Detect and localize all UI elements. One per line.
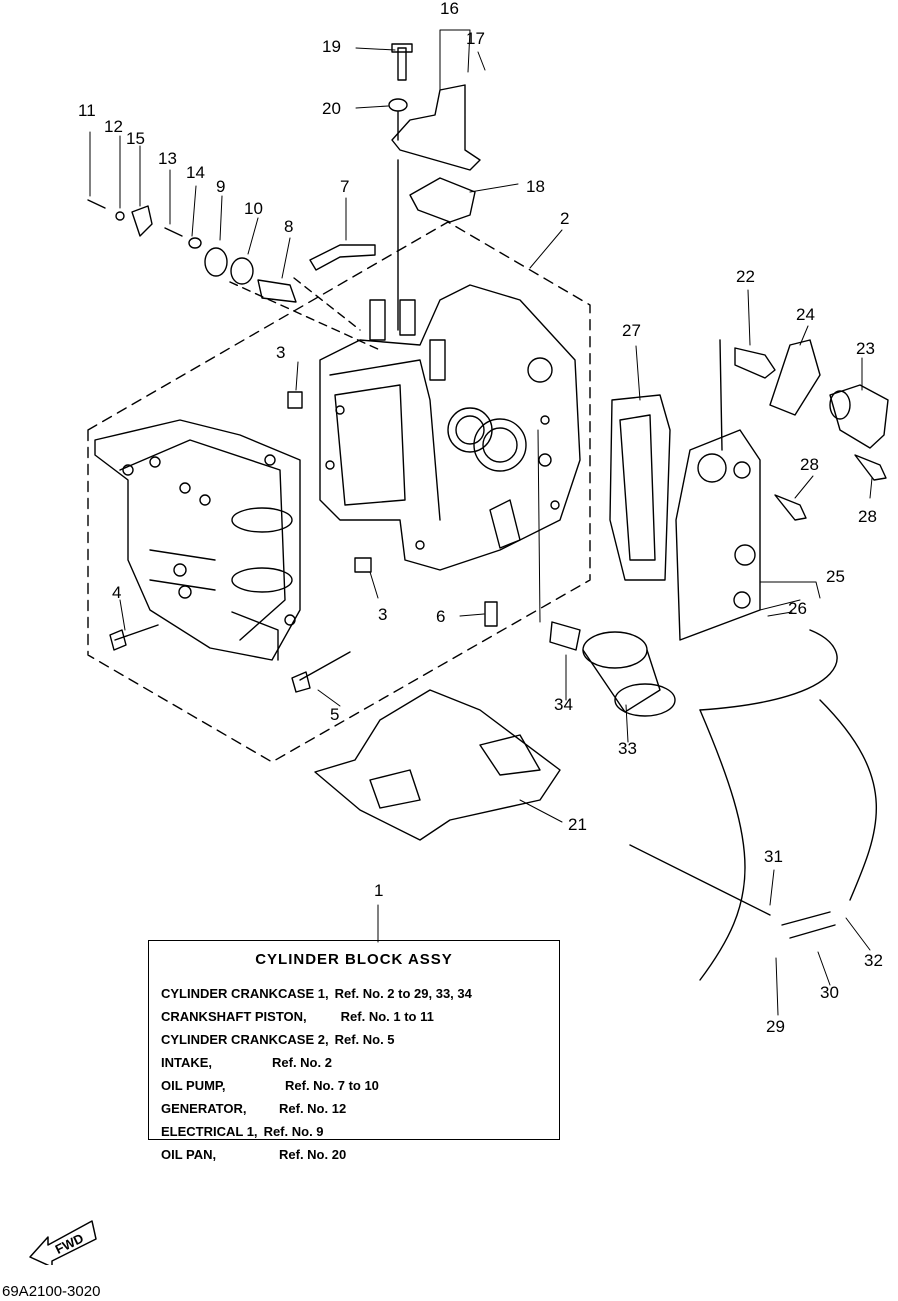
- callout-12: 12: [104, 117, 123, 136]
- bolt-5: [291, 651, 351, 693]
- bolt-28-upper: [774, 494, 807, 521]
- callout-13: 13: [158, 149, 177, 168]
- reference-value: Ref. No. 12: [279, 1101, 347, 1116]
- callout-15: 15: [126, 129, 145, 148]
- reference-value: Ref. No. 2 to 29, 33, 34: [334, 986, 472, 1001]
- callout-18: 18: [526, 177, 545, 196]
- reference-row: GENERATOR, Ref. No. 12: [161, 1097, 547, 1120]
- callout-9: 9: [216, 177, 226, 196]
- reference-name: CRANKSHAFT PISTON,: [161, 1009, 307, 1024]
- bolt-19: [391, 43, 413, 81]
- reference-name: OIL PAN,: [161, 1147, 217, 1162]
- reference-box: CYLINDER BLOCK ASSY CYLINDER CRANKCASE 1…: [148, 940, 560, 1162]
- callout-25: 25: [826, 567, 845, 586]
- assembly-dashed-outline: [87, 221, 591, 763]
- gasket-21: [314, 689, 561, 841]
- reference-row: OIL PUMP, Ref. No. 7 to 10: [161, 1074, 547, 1097]
- fwd-arrow-icon: FWD: [29, 1220, 97, 1265]
- bolt-4: [109, 624, 159, 651]
- reference-value: Ref. No. 7 to 10: [285, 1078, 379, 1093]
- washer-20: [388, 98, 408, 112]
- crankcase-1: [319, 284, 581, 571]
- oil-pump-parts: [87, 199, 381, 351]
- callout-22: 22: [736, 267, 755, 286]
- reference-value: Ref. No. 9: [263, 1124, 324, 1139]
- reference-name: ELECTRICAL 1,: [161, 1124, 258, 1139]
- reference-value: Ref. No. 2: [272, 1055, 332, 1070]
- dowel-3-lower: [354, 557, 372, 573]
- callout-3-upper: 3: [276, 343, 286, 362]
- callout-7: 7: [340, 177, 350, 196]
- callout-26: 26: [788, 599, 807, 618]
- callout-10: 10: [244, 199, 263, 218]
- reference-name: GENERATOR,: [161, 1101, 247, 1116]
- callout-28-lower: 28: [858, 507, 877, 526]
- callout-33: 33: [618, 739, 637, 758]
- thermostat-cover-23: [829, 384, 889, 449]
- reference-row: INTAKE, Ref. No. 2: [161, 1051, 547, 1074]
- reference-row: CRANKSHAFT PISTON, Ref. No. 1 to 11: [161, 1005, 547, 1028]
- cover-16: [391, 84, 481, 171]
- callout-4: 4: [112, 583, 122, 602]
- callout-17: 17: [466, 29, 485, 48]
- crankcase-2: [94, 419, 301, 661]
- drawing-code: 69A2100-3020: [2, 1283, 101, 1300]
- reference-box-title: CYLINDER BLOCK ASSY: [255, 951, 453, 968]
- callout-19: 19: [322, 37, 341, 56]
- reference-value: Ref. No. 20: [279, 1147, 347, 1162]
- callout-8: 8: [284, 217, 294, 236]
- hose-lower: [629, 844, 771, 916]
- callout-16: 16: [440, 0, 459, 18]
- thermostat-cover-23-port: [829, 390, 851, 420]
- callout-1: 1: [374, 881, 384, 900]
- reference-value: Ref. No. 1 to 11: [340, 1009, 434, 1024]
- callout-23: 23: [856, 339, 875, 358]
- hose-long: [699, 699, 877, 981]
- reference-row: OIL PAN, Ref. No. 20: [161, 1143, 547, 1166]
- callout-29: 29: [766, 1017, 785, 1036]
- dowel-6: [484, 601, 498, 627]
- callout-20: 20: [322, 99, 341, 118]
- callout-2: 2: [560, 209, 570, 228]
- callout-21: 21: [568, 815, 587, 834]
- reference-row: ELECTRICAL 1, Ref. No. 9: [161, 1120, 547, 1143]
- gasket-27: [609, 394, 671, 581]
- leader-lines: [89, 29, 873, 1016]
- callout-27: 27: [622, 321, 641, 340]
- callout-6: 6: [436, 607, 446, 626]
- callout-14: 14: [186, 163, 205, 182]
- reference-name: INTAKE,: [161, 1055, 213, 1070]
- side-cover-25: [675, 339, 761, 641]
- union-30: [781, 911, 836, 939]
- reference-row: CYLINDER CRANKCASE 2, Ref. No. 5: [161, 1028, 547, 1051]
- callout-3-lower: 3: [378, 605, 388, 624]
- oil-filter-33: [582, 631, 676, 717]
- callout-30: 30: [820, 983, 839, 1002]
- callout-32: 32: [864, 951, 883, 970]
- reference-name: CYLINDER CRANKCASE 1,: [161, 986, 329, 1001]
- callout-28-upper: 28: [800, 455, 819, 474]
- callout-31: 31: [764, 847, 783, 866]
- hose-upper: [699, 629, 838, 711]
- callout-24: 24: [796, 305, 815, 324]
- nipple-34: [549, 621, 581, 651]
- reference-name: CYLINDER CRANKCASE 2,: [161, 1032, 329, 1047]
- dowel-3-upper: [287, 391, 303, 409]
- bolt-28-lower: [854, 454, 887, 481]
- reference-row: CYLINDER CRANKCASE 1, Ref. No. 2 to 29, …: [161, 982, 547, 1005]
- pipe-7: [309, 244, 376, 271]
- gasket-21-inner: [369, 734, 541, 809]
- gasket-24: [769, 339, 821, 416]
- gasket-27-inner: [619, 414, 656, 561]
- callout-34: 34: [554, 695, 573, 714]
- gasket-18: [409, 177, 476, 223]
- assembly-dashed-line: [293, 277, 361, 331]
- reference-value: Ref. No. 5: [334, 1032, 395, 1047]
- callout-11: 11: [78, 101, 96, 120]
- thermostat-22: [734, 347, 776, 379]
- callout-5: 5: [330, 705, 340, 724]
- reference-name: OIL PUMP,: [161, 1078, 226, 1093]
